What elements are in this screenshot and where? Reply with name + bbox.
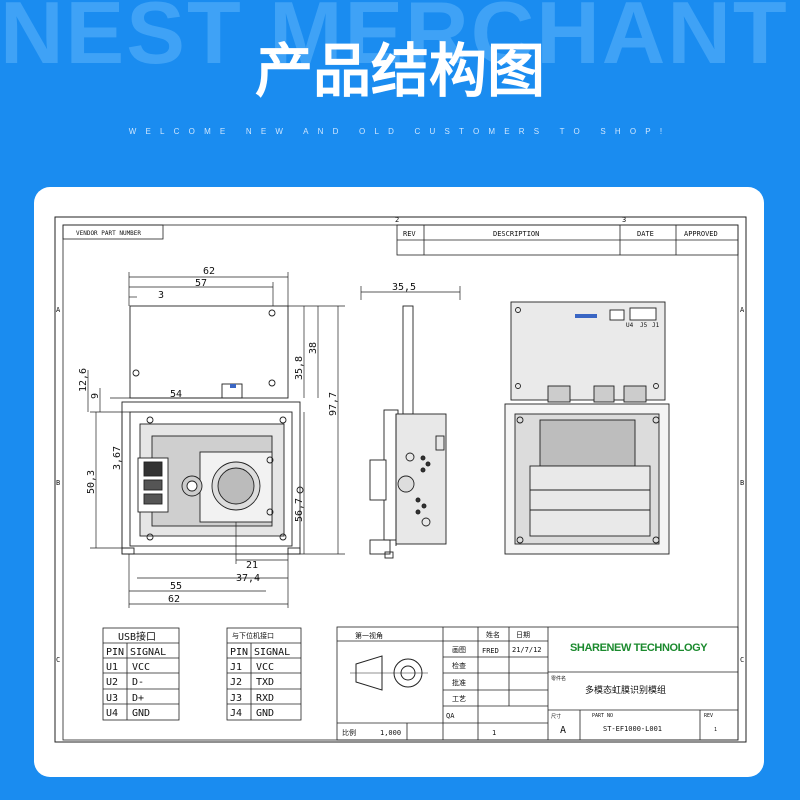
usb-header-signal: SIGNAL [130,647,166,658]
date-header-tb: 日期 [516,631,530,639]
host-signal-j1: VCC [256,662,274,673]
description-header: DESCRIPTION [493,230,539,238]
side-view [360,286,461,559]
host-pin-j4: J4 [230,708,242,719]
projection-label: 第一视角 [355,631,383,640]
host-pin-table: 与下位机接口 PIN SIGNAL J1 VCC J2 TXD J3 RXD J… [226,627,302,721]
rev-header: REV [403,230,416,238]
dim-55: 55 [170,581,182,592]
size-label: 尺寸 [551,713,561,720]
approved-header: APPROVED [684,230,718,238]
qa-label: QA [446,712,455,720]
dim-57: 57 [195,278,207,289]
background-watermark: NEST MERCHANT [0,0,789,82]
drawn-name: FRED [482,647,499,655]
dim-62-bottom: 62 [168,594,180,605]
host-header-pin: PIN [230,647,248,658]
dim-3: 3 [158,290,164,301]
dim-50-3: 50,3 [86,470,97,494]
zone-right-c: C [740,656,744,664]
scale-value: 1,000 [380,729,401,737]
title-block-text: 第一视角 姓名 日期 画图 FRED 21/7/12 检查 批准 工艺 QA 比… [342,630,717,737]
company-name: SHARENEW TECHNOLOGY [570,642,708,654]
vendor-part-label: VENDOR PART NUMBER [76,230,141,237]
usb-signal-u2: D- [132,677,144,688]
dim-38: 38 [308,342,319,354]
zone-top-3: 3 [622,216,626,224]
dim-12-6: 12,6 [78,368,89,392]
date-header: DATE [637,230,654,238]
iso-view [504,301,670,555]
part-no-value: ST-EF1000-L001 [603,725,662,733]
front-dimension-labels: 62 57 3 54 12,6 9 35,8 38 97,7 50,3 3,67… [78,266,339,605]
usb-signal-u3: D+ [132,693,144,704]
usb-signal-u1: VCC [132,662,150,673]
host-pin-j3: J3 [230,693,242,704]
host-signal-j2: TXD [256,677,274,688]
front-top-board [129,305,289,399]
host-header-signal: SIGNAL [254,647,290,658]
technical-drawing: 2 3 A B C A B C VENDOR PART NUMBER REV D… [54,216,747,743]
drawing-card: 2 3 A B C A B C VENDOR PART NUMBER REV D… [34,187,764,777]
usb-pin-table: USB接口 PIN SIGNAL U1 VCC U2 D- U3 D+ U4 G… [102,627,180,721]
rev-value: 1 [714,727,717,733]
part-no-label: PART NO [592,713,613,719]
usb-pin-u2: U2 [106,677,118,688]
scale-label: 比例 [342,728,356,737]
usb-header-pin: PIN [106,647,124,658]
dim-3-67: 3,67 [112,446,123,470]
board-label-u4: U4 [626,322,634,329]
zone-left-c: C [56,656,60,664]
usb-pin-u3: U3 [106,693,118,704]
outer-frame [54,216,747,743]
zone-left-a: A [56,306,61,314]
host-signal-j4: GND [256,708,274,719]
dim-21: 21 [246,560,258,571]
page-subtitle: WELCOME NEW AND OLD CUSTOMERS TO SHOP! [128,127,672,136]
host-table-title: 与下位机接口 [232,631,274,640]
zone-top-2: 2 [395,216,399,224]
dim-35-8: 35,8 [294,356,305,380]
name-header: 姓名 [486,630,500,639]
host-signal-j3: RXD [256,693,274,704]
drawn-label: 画图 [452,646,466,654]
dim-62-top: 62 [203,266,215,277]
title-block [336,626,739,741]
dim-97-7: 97,7 [328,392,339,416]
usb-table-title: USB接口 [118,630,156,643]
zone-left-b: B [56,479,60,487]
dim-37-4: 37,4 [236,573,260,584]
revision-table: REV DESCRIPTION DATE APPROVED [396,224,739,256]
usb-pin-u1: U1 [106,662,118,673]
usb-signal-u4: GND [132,708,150,719]
vendor-part-box [62,224,164,240]
approve-label: 批准 [452,678,466,687]
dim-54: 54 [170,389,182,400]
process-label: 工艺 [452,695,466,703]
board-label-j1: J1 [652,322,660,329]
dim-56-7: 56,7 [294,498,305,522]
front-view [121,305,304,555]
rev-label: REV [704,713,713,719]
dim-35-5: 35,5 [392,282,416,293]
zone-right-b: B [740,479,744,487]
zone-right-a: A [740,306,745,314]
usb-pin-u4: U4 [106,708,118,719]
check-label: 检查 [452,661,466,670]
front-dimensions [87,272,345,608]
size-value: A [560,725,566,736]
drawn-date: 21/7/12 [512,646,542,654]
board-label-j5: J5 [640,322,648,329]
dim-9: 9 [90,393,101,399]
sheet-value: 1 [492,729,496,737]
part-name: 多模态虹膜识别模组 [585,684,666,696]
host-pin-j2: J2 [230,677,242,688]
page-title: 产品结构图 [254,37,545,105]
part-name-label: 零件名 [551,675,566,682]
host-pin-j1: J1 [230,662,242,673]
